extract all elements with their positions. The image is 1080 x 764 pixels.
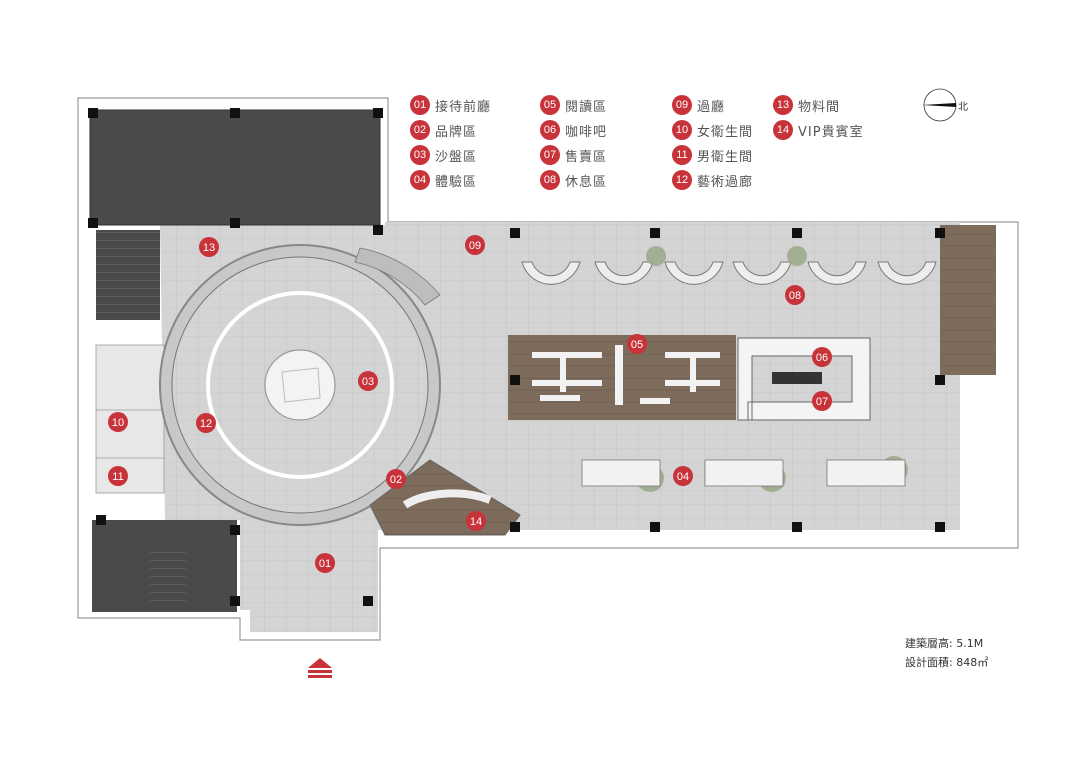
plan-markers: 01 02 03 04 05 06 07 08 09 10 11 12 13 1… bbox=[108, 235, 832, 573]
spiral-stair bbox=[354, 247, 441, 306]
experience-tables bbox=[581, 459, 906, 487]
svg-text:08: 08 bbox=[789, 290, 801, 302]
svg-text:13: 13 bbox=[203, 242, 215, 254]
floor-height: 建築層高: 5.1M bbox=[905, 637, 984, 650]
svg-text:12: 12 bbox=[200, 418, 212, 430]
stairs-left bbox=[96, 230, 160, 320]
stairs-bottom bbox=[150, 550, 186, 605]
svg-text:07: 07 bbox=[816, 396, 828, 408]
svg-text:06: 06 bbox=[816, 352, 828, 364]
svg-text:14: 14 bbox=[470, 516, 482, 528]
svg-text:10: 10 bbox=[112, 417, 124, 429]
design-area: 設計面積: 848㎡ bbox=[905, 656, 989, 669]
columns bbox=[88, 108, 945, 606]
entry-arrow bbox=[308, 658, 332, 668]
dark-room-top bbox=[89, 109, 381, 226]
north-compass bbox=[922, 88, 957, 122]
svg-text:04: 04 bbox=[677, 471, 689, 483]
svg-text:11: 11 bbox=[112, 471, 123, 483]
svg-text:02: 02 bbox=[390, 474, 402, 486]
svg-text:09: 09 bbox=[469, 240, 481, 252]
svg-text:03: 03 bbox=[362, 376, 374, 388]
svg-text:05: 05 bbox=[631, 339, 643, 351]
circular-hall bbox=[159, 244, 441, 526]
compass-label: 北 bbox=[958, 102, 968, 113]
restroom-area bbox=[95, 344, 165, 494]
bookshelves bbox=[532, 345, 720, 405]
design-info: 建築層高: 5.1M 設計面積: 848㎡ bbox=[905, 634, 988, 672]
lounge-sofas bbox=[521, 261, 937, 285]
building-outline bbox=[77, 97, 1019, 641]
coffee-counter bbox=[737, 337, 871, 421]
svg-text:01: 01 bbox=[319, 558, 331, 570]
